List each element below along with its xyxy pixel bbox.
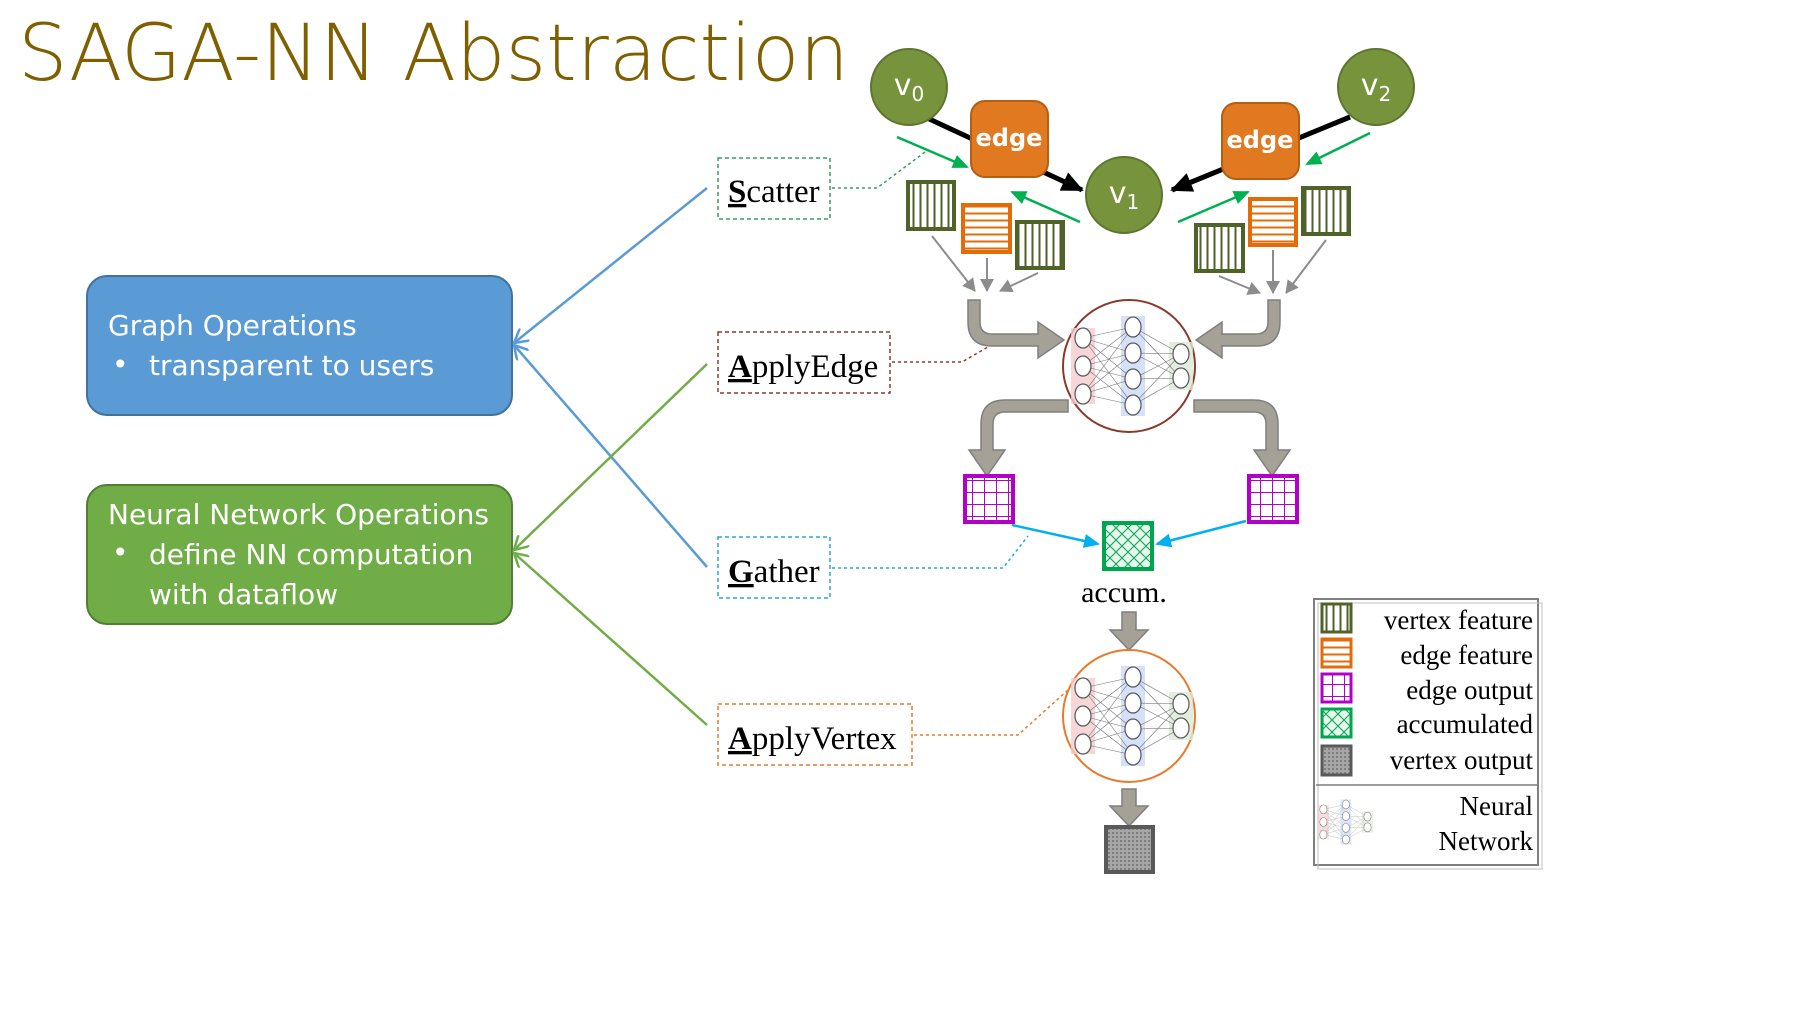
gather-stage: Gather: [717, 536, 831, 599]
edge-feature-square: [961, 203, 1012, 254]
edge-output-square: [1247, 474, 1299, 524]
nn-operations-title: Neural Network Operations: [108, 498, 489, 531]
svg-text:ApplyVertex: ApplyVertex: [728, 721, 897, 757]
edge-node-left: edge: [970, 100, 1049, 178]
legend-edge-output-swatch: [1320, 672, 1353, 704]
vertex-feature-square: [1194, 223, 1245, 273]
vertex-feature-square: [1015, 220, 1065, 270]
converge-arrows-left: [931, 235, 1039, 293]
legend-accumulated-swatch: [1320, 707, 1353, 739]
gather-arrow-left: [1011, 523, 1100, 548]
svg-text:v1: v1: [1109, 176, 1140, 214]
vertex-feature-square: [1301, 186, 1351, 236]
legend-nn-line1: Neural: [1460, 791, 1533, 821]
graph-operations-title: Graph Operations: [108, 309, 357, 342]
applyvertex-to-nn-arrow: [514, 553, 708, 726]
edge-output-square: [963, 474, 1015, 524]
legend-edge-feature-swatch: [1320, 637, 1353, 669]
flow-arrow-into-applyedge-left: [967, 299, 1066, 360]
scatter-stage: Scatter: [717, 157, 831, 220]
applyedge-to-nn-arrow: [514, 363, 708, 550]
svg-text:v0: v0: [894, 68, 925, 106]
converge-arrows-right: [1218, 239, 1327, 295]
legend: vertex feature edge feature edge output …: [1313, 598, 1543, 870]
applyedge-stage: ApplyEdge: [717, 331, 891, 394]
vertex-feature-square: [906, 180, 956, 231]
legend-nn-line2: Network: [1439, 826, 1534, 856]
v1-subscript: 1: [1127, 190, 1140, 214]
legend-item: vertex output: [1390, 745, 1534, 775]
gather-arrow-right: [1155, 519, 1247, 548]
flow-arrow-out-applyedge-right: [1193, 399, 1292, 478]
scatter-arrow-v1-right: [1177, 190, 1250, 224]
v2-subscript: 2: [1379, 82, 1392, 106]
legend-vertex-feature-swatch: [1320, 602, 1353, 634]
vertex-v0: v0: [870, 48, 948, 126]
graph-operations-bullet: transparent to users: [149, 349, 434, 382]
applyvertex-label: pplyVertex: [752, 721, 897, 757]
legend-item: edge feature: [1400, 640, 1533, 670]
graph-operations-box: Graph Operations • transparent to users: [86, 275, 513, 416]
accum-label: accum.: [1081, 576, 1167, 609]
legend-item: vertex feature: [1384, 605, 1533, 635]
accumulated-square: [1102, 521, 1154, 571]
applyedge-initial: A: [728, 349, 752, 385]
nn-operations-box: Neural Network Operations • define NN co…: [86, 484, 513, 625]
flow-arrow-into-applyedge-right: [1194, 299, 1281, 360]
gather-leader: [832, 535, 1029, 569]
scatter-initial: S: [728, 174, 746, 210]
bullet-mark: •: [112, 536, 129, 569]
gather-label: ather: [754, 554, 820, 590]
nn-operations-bullet-line1: define NN computation: [149, 538, 473, 571]
flow-arrow-out-applyedge-left: [967, 399, 1069, 478]
edge-node-right: edge: [1221, 102, 1300, 180]
v0-subscript: 0: [912, 82, 925, 106]
edge-node-left-label: edge: [976, 124, 1043, 152]
gather-initial: G: [728, 554, 754, 590]
nn-operations-bullet-line2: with dataflow: [149, 578, 338, 611]
scatter-to-graph-arrow: [514, 187, 708, 343]
edge-feature-square: [1248, 197, 1298, 247]
vertex-output-square: [1104, 825, 1155, 874]
scatter-arrow-v1-left: [1010, 190, 1081, 224]
applyvertex-stage: ApplyVertex: [717, 703, 913, 766]
scatter-label: catter: [746, 174, 819, 210]
svg-text:Scatter: Scatter: [728, 174, 820, 210]
scatter-arrow-v0: [896, 135, 969, 169]
flow-arrow-into-applyvertex: [1108, 611, 1150, 652]
edge-node-right-label: edge: [1227, 126, 1294, 154]
svg-text:ApplyEdge: ApplyEdge: [728, 349, 878, 385]
legend-item: accumulated: [1397, 709, 1534, 739]
svg-text:v2: v2: [1361, 68, 1392, 106]
bullet-mark: •: [112, 348, 129, 381]
page-title: SAGA-NN Abstraction: [18, 9, 849, 99]
vertex-v2: v2: [1337, 48, 1415, 126]
v0-label: v: [894, 68, 912, 103]
flow-arrow-out-applyvertex: [1108, 788, 1150, 828]
legend-vertex-output-swatch: [1320, 744, 1353, 777]
applyedge-label: pplyEdge: [752, 349, 878, 385]
svg-text:Gather: Gather: [728, 554, 820, 590]
applyvertex-leader: [914, 689, 1069, 736]
scatter-arrow-v2: [1305, 131, 1371, 166]
applyvertex-initial: A: [728, 721, 752, 757]
scatter-leader: [832, 151, 926, 189]
v1-label: v: [1109, 176, 1127, 211]
v2-label: v: [1361, 68, 1379, 103]
legend-item: edge output: [1406, 675, 1533, 705]
vertex-v1: v1: [1085, 156, 1163, 234]
